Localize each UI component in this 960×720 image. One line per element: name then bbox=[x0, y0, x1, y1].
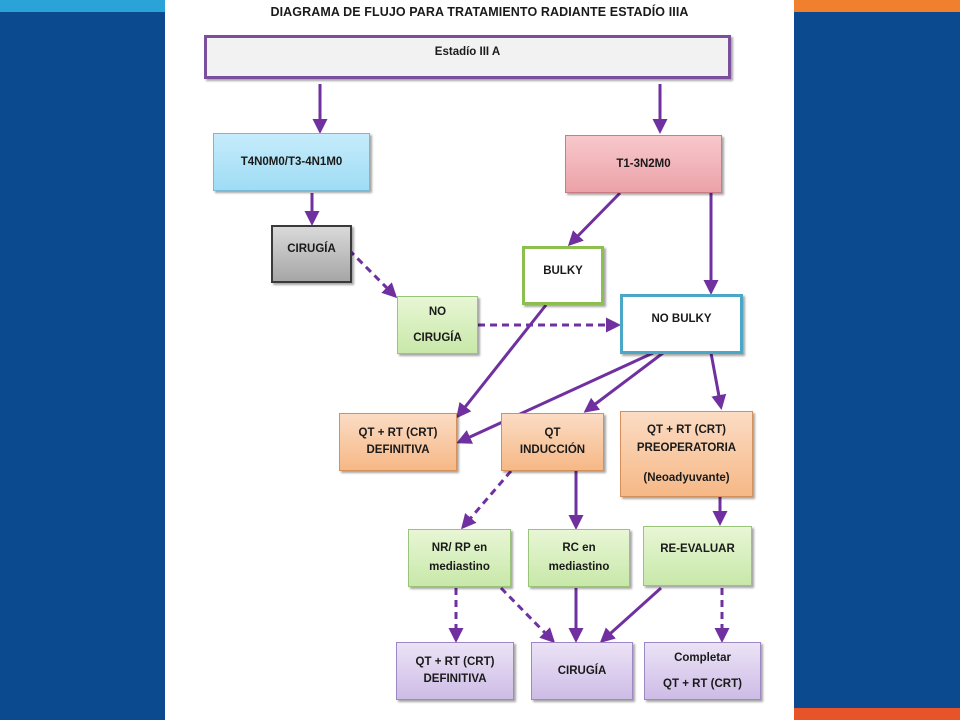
node-no-cirugia: NO CIRUGÍA bbox=[397, 296, 478, 354]
node-label-line1: NR/ RP en bbox=[431, 542, 488, 554]
node-label: T1-3N2M0 bbox=[616, 157, 671, 170]
node-qt-induccion: QT INDUCCIÓN bbox=[501, 413, 604, 471]
node-label: BULKY bbox=[543, 265, 583, 277]
node-label-line2: mediastino bbox=[429, 561, 490, 573]
decorative-bar-top-left bbox=[0, 0, 165, 12]
node-label: CIRUGÍA bbox=[557, 664, 607, 677]
node-label-line2: CIRUGÍA bbox=[413, 332, 462, 344]
node-label-line2: DEFINITIVA bbox=[423, 673, 487, 685]
arrow-no-bulky-to-preop bbox=[709, 352, 727, 410]
node-label-line1: QT + RT (CRT) bbox=[415, 656, 495, 668]
node-label: T4N0M0/T3-4N1M0 bbox=[240, 155, 343, 168]
node-estadio-iiia: Estadío III A bbox=[204, 35, 731, 79]
node-label-line1: RC en bbox=[562, 542, 596, 554]
node-label-line2: QT + RT (CRT) bbox=[663, 678, 742, 690]
node-qtrt-preoperatoria: QT + RT (CRT) PREOPERATORIA (Neoadyuvant… bbox=[620, 411, 753, 497]
node-qtrt-definitiva-1: QT + RT (CRT) DEFINITIVA bbox=[339, 413, 457, 471]
arrow-cirugia-to-no-cirugia bbox=[347, 248, 398, 299]
arrow-reevaluar-to-cirugia bbox=[599, 586, 663, 644]
node-label-line1: QT + RT (CRT) bbox=[647, 424, 726, 436]
decorative-bar-top-right bbox=[794, 0, 960, 12]
node-label-line1: NO bbox=[428, 306, 447, 318]
node-label-line1: QT bbox=[544, 427, 561, 439]
node-label-line2: mediastino bbox=[548, 561, 610, 573]
diagram-canvas: DIAGRAMA DE FLUJO PARA TRATAMIENTO RADIA… bbox=[165, 0, 794, 720]
node-label-line3: (Neoadyuvante) bbox=[643, 472, 730, 484]
arrow-no-bulky-to-qtrt-def bbox=[456, 351, 654, 444]
arrow-no-bulky-to-qt-induccion bbox=[583, 351, 664, 413]
node-label-line2: DEFINITIVA bbox=[366, 444, 430, 456]
node-cirugia: CIRUGÍA bbox=[271, 225, 352, 283]
node-t4n0m0: T4N0M0/T3-4N1M0 bbox=[213, 133, 370, 191]
arrow-nr-to-cirugia bbox=[499, 586, 556, 644]
connector-layer bbox=[304, 84, 730, 644]
arrow-induccion-to-nr bbox=[461, 470, 513, 530]
decorative-bar-bottom-right bbox=[794, 708, 960, 720]
node-t1-3n2m0: T1-3N2M0 bbox=[565, 135, 722, 193]
node-label: Estadío III A bbox=[434, 46, 501, 58]
node-rc-mediastino: RC en mediastino bbox=[528, 529, 630, 587]
node-label-line2: INDUCCIÓN bbox=[519, 444, 586, 456]
node-qtrt-definitiva-2: QT + RT (CRT) DEFINITIVA bbox=[396, 642, 514, 700]
node-label-line2: PREOPERATORIA bbox=[636, 442, 737, 454]
node-label: RE-EVALUAR bbox=[660, 543, 735, 555]
node-completar-qtrt: Completar QT + RT (CRT) bbox=[644, 642, 761, 700]
node-bulky: BULKY bbox=[522, 246, 604, 305]
node-no-bulky: NO BULKY bbox=[620, 294, 743, 354]
node-label-line1: QT + RT (CRT) bbox=[358, 427, 438, 439]
node-nr-rp-mediastino: NR/ RP en mediastino bbox=[408, 529, 511, 587]
node-label: CIRUGÍA bbox=[287, 243, 336, 255]
diagram-title: DIAGRAMA DE FLUJO PARA TRATAMIENTO RADIA… bbox=[270, 5, 689, 19]
node-cirugia-final: CIRUGÍA bbox=[531, 642, 633, 700]
arrow-t1-to-bulky bbox=[567, 191, 622, 247]
node-re-evaluar: RE-EVALUAR bbox=[643, 526, 752, 586]
node-label: NO BULKY bbox=[651, 313, 712, 325]
arrow-bulky-to-qtrt-def bbox=[456, 304, 548, 419]
node-label-line1: Completar bbox=[674, 652, 731, 664]
